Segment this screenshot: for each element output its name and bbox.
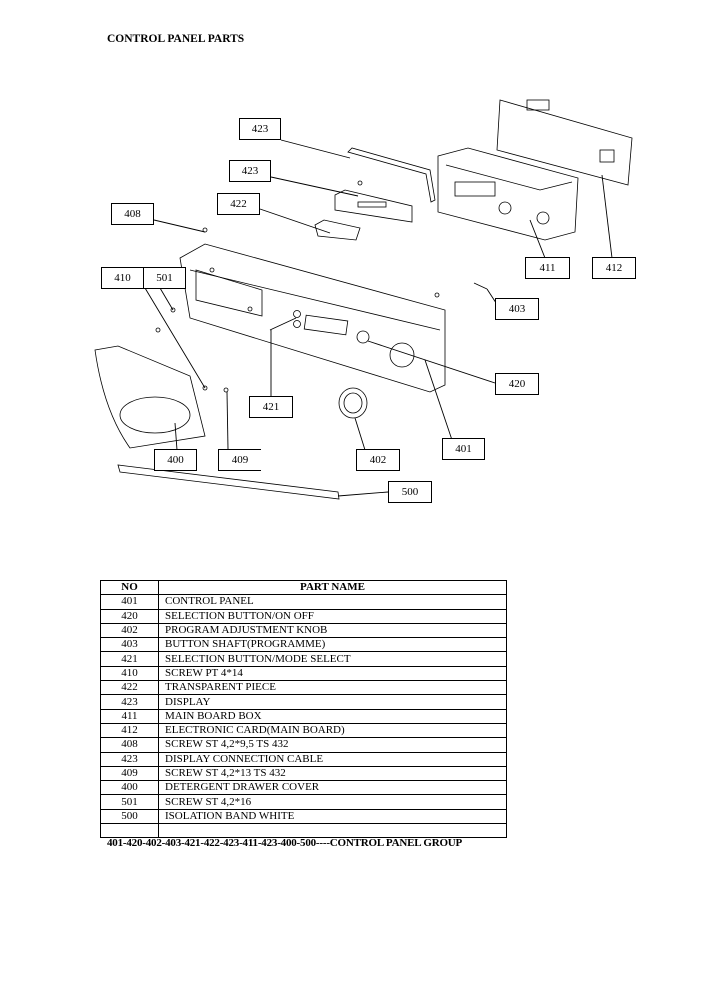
callout-412: 412: [592, 257, 636, 279]
callout-501: 501: [143, 267, 186, 289]
callout-420: 420: [495, 373, 539, 395]
callout-402: 402: [356, 449, 400, 471]
part-number: 422: [100, 680, 159, 696]
page-title: CONTROL PANEL PARTS: [107, 33, 245, 45]
table-row: [100, 823, 507, 839]
display: [334, 189, 413, 223]
part-name: ISOLATION BAND WHITE: [158, 808, 507, 825]
part-name: MAIN BOARD BOX: [158, 708, 507, 724]
part-number: 501: [100, 794, 159, 810]
callout-423-cable: 423: [239, 118, 281, 140]
part-number: 410: [100, 665, 159, 682]
display-cable: [347, 147, 436, 203]
part-name: ELECTRONIC CARD(MAIN BOARD): [158, 722, 507, 739]
part-name: SCREW PT 4*14: [158, 665, 507, 682]
isolation-band: [117, 464, 340, 500]
header-no: NO: [100, 579, 159, 596]
part-number: 412: [100, 722, 159, 739]
part-number: 500: [100, 808, 159, 825]
part-name: SCREW ST 4,2*16: [158, 794, 507, 810]
part-number: 420: [100, 608, 159, 624]
transparent-piece: [314, 219, 361, 241]
part-name: SELECTION BUTTON/MODE SELECT: [158, 651, 507, 667]
part-number: 402: [100, 622, 159, 639]
card-connector: [526, 99, 550, 111]
part-number: 411: [100, 708, 159, 724]
table-header-row: NO PART NAME: [100, 579, 507, 596]
callout-403: 403: [495, 298, 539, 320]
callout-423-display: 423: [229, 160, 271, 182]
control-panel: [179, 243, 446, 393]
part-number: [100, 823, 159, 839]
callout-400: 400: [154, 449, 197, 471]
part-name: [158, 823, 507, 839]
part-number: 408: [100, 737, 159, 753]
part-number: 409: [100, 765, 159, 782]
part-name: DISPLAY CONNECTION CABLE: [158, 751, 507, 767]
part-name: DETERGENT DRAWER COVER: [158, 780, 507, 796]
part-name: PROGRAM ADJUSTMENT KNOB: [158, 622, 507, 639]
part-name: DISPLAY: [158, 694, 507, 710]
part-number: 423: [100, 751, 159, 767]
callout-401: 401: [442, 438, 485, 460]
part-number: 401: [100, 594, 159, 610]
part-number: 423: [100, 694, 159, 710]
exploded-diagram: [94, 99, 633, 500]
part-name: BUTTON SHAFT(PROGRAMME): [158, 637, 507, 653]
electronic-card: [496, 99, 633, 186]
part-name: CONTROL PANEL: [158, 594, 507, 610]
main-board-box: [437, 147, 579, 241]
group-footer: 401-420-402-403-421-422-423-411-423-400-…: [107, 837, 463, 849]
part-name: TRANSPARENT PIECE: [158, 680, 507, 696]
callout-410: 410: [101, 267, 144, 289]
callout-421: 421: [249, 396, 293, 418]
callout-500: 500: [388, 481, 432, 503]
header-part-name: PART NAME: [158, 579, 507, 596]
part-number: 421: [100, 651, 159, 667]
part-name: SCREW ST 4,2*9,5 TS 432: [158, 737, 507, 753]
part-number: 403: [100, 637, 159, 653]
callout-422: 422: [217, 193, 260, 215]
callout-411: 411: [525, 257, 570, 279]
card-chip: [599, 149, 615, 163]
program-knob: [338, 387, 368, 419]
callout-409: 409: [218, 449, 261, 471]
callout-408: 408: [111, 203, 154, 225]
part-number: 400: [100, 780, 159, 796]
part-name: SELECTION BUTTON/ON OFF: [158, 608, 507, 624]
part-name: SCREW ST 4,2*13 TS 432: [158, 765, 507, 782]
detergent-drawer-cover: [94, 345, 206, 449]
